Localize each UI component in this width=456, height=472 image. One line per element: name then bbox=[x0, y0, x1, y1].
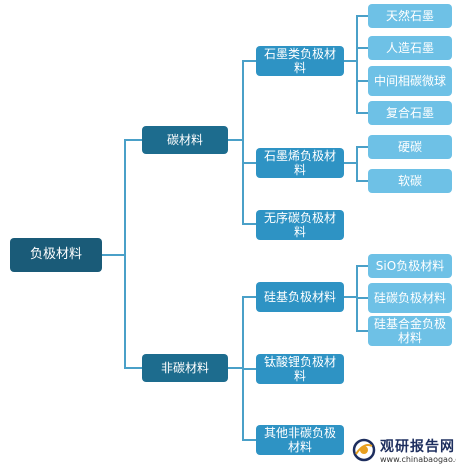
connector-line bbox=[356, 180, 368, 182]
leaf-sio: SiO负极材料 bbox=[368, 254, 452, 278]
connector-line bbox=[344, 60, 358, 62]
noncarbon-node: 非碳材料 bbox=[142, 354, 228, 382]
leaf-silicon-carbon: 硅碳负极材料 bbox=[368, 283, 452, 313]
root-label: 负极材料 bbox=[29, 247, 82, 262]
leaf-label: 人造石墨 bbox=[385, 41, 434, 55]
connector-line bbox=[242, 162, 256, 164]
noncarbon-label: 非碳材料 bbox=[160, 361, 209, 375]
leaf-label: 硬碳 bbox=[397, 140, 422, 154]
leaf-label: 复合石墨 bbox=[385, 106, 434, 120]
leaf-natural-graphite: 天然石墨 bbox=[368, 4, 452, 28]
amorphous-carbon-node: 无序碳负极材料 bbox=[256, 210, 344, 240]
other-noncarbon-node: 其他非碳负极材料 bbox=[256, 425, 344, 455]
connector-line bbox=[228, 139, 244, 141]
connector-line bbox=[356, 146, 358, 182]
graphene-label: 石墨烯负极材料 bbox=[263, 149, 336, 177]
leaf-artificial-graphite: 人造石墨 bbox=[368, 36, 452, 60]
carbon-node: 碳材料 bbox=[142, 126, 228, 154]
graphite-label: 石墨类负极材料 bbox=[263, 47, 336, 75]
leaf-label: 软碳 bbox=[397, 174, 422, 188]
connector-line bbox=[356, 146, 368, 148]
root-node: 负极材料 bbox=[10, 238, 102, 272]
connector-line bbox=[242, 296, 256, 298]
connector-line bbox=[124, 139, 126, 369]
connector-line bbox=[344, 296, 358, 298]
connector-line bbox=[356, 80, 368, 82]
carbon-label: 碳材料 bbox=[166, 133, 203, 147]
watermark: 观研报告网 www.chinabaogao.com bbox=[352, 434, 456, 468]
connector-line bbox=[242, 60, 244, 225]
leaf-label: 天然石墨 bbox=[385, 9, 434, 23]
leaf-composite-graphite: 复合石墨 bbox=[368, 101, 452, 125]
leaf-silicon-alloy: 硅基合金负极材料 bbox=[368, 316, 452, 346]
silicon-node: 硅基负极材料 bbox=[256, 282, 344, 312]
titanate-label: 钛酸锂负极材料 bbox=[263, 355, 336, 383]
connector-line bbox=[242, 439, 256, 441]
leaf-mcmb: 中间相碳微球 bbox=[368, 66, 452, 96]
connector-line bbox=[344, 162, 358, 164]
connector-line bbox=[356, 297, 368, 299]
connector-line bbox=[242, 60, 256, 62]
connector-line bbox=[228, 367, 244, 369]
connector-line bbox=[356, 112, 368, 114]
amorphous-carbon-label: 无序碳负极材料 bbox=[263, 211, 336, 239]
logo-icon bbox=[352, 438, 376, 462]
connector-line bbox=[356, 265, 368, 267]
leaf-label: 中间相碳微球 bbox=[373, 74, 446, 88]
graphite-node: 石墨类负极材料 bbox=[256, 46, 344, 76]
leaf-hard-carbon: 硬碳 bbox=[368, 135, 452, 159]
leaf-label: SiO负极材料 bbox=[375, 259, 445, 273]
connector-line bbox=[356, 15, 368, 17]
titanate-node: 钛酸锂负极材料 bbox=[256, 354, 344, 384]
connector-line bbox=[124, 367, 142, 369]
connector-line bbox=[356, 15, 358, 114]
connector-line bbox=[102, 254, 126, 256]
silicon-label: 硅基负极材料 bbox=[263, 290, 336, 304]
connector-line bbox=[124, 139, 142, 141]
leaf-soft-carbon: 软碳 bbox=[368, 169, 452, 193]
watermark-name: 观研报告网 bbox=[380, 439, 455, 455]
other-noncarbon-label: 其他非碳负极材料 bbox=[263, 426, 336, 454]
connector-line bbox=[242, 223, 256, 225]
leaf-label: 硅基合金负极材料 bbox=[373, 317, 446, 345]
connector-line bbox=[356, 330, 368, 332]
connector-line bbox=[242, 368, 256, 370]
graphene-node: 石墨烯负极材料 bbox=[256, 148, 344, 178]
connector-line bbox=[356, 47, 368, 49]
watermark-url: www.chinabaogao.com bbox=[380, 455, 456, 464]
leaf-label: 硅碳负极材料 bbox=[373, 291, 446, 305]
